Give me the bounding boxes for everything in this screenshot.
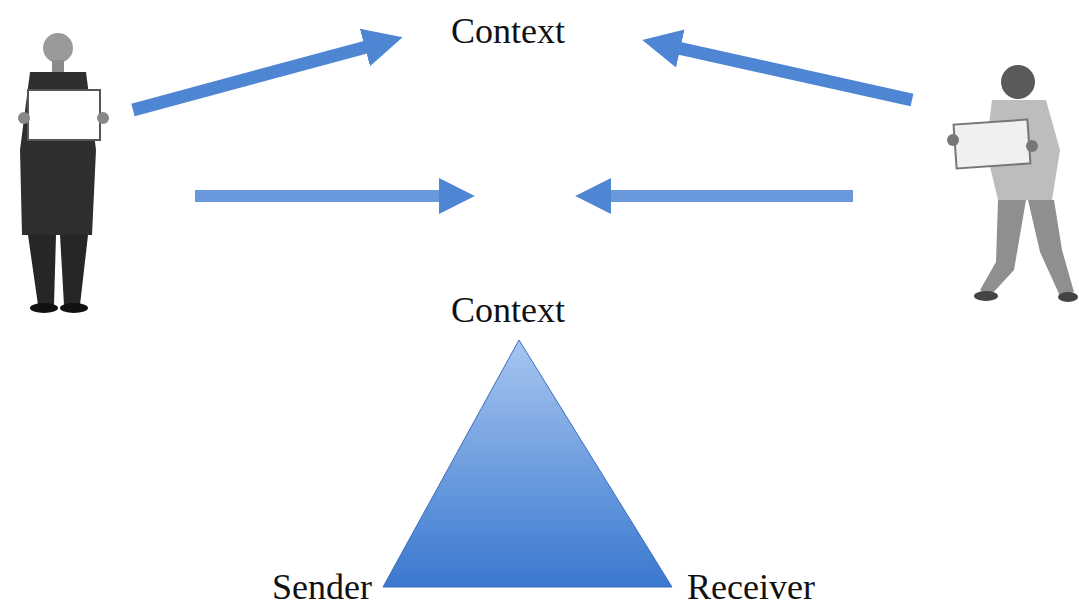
person-figure bbox=[18, 33, 109, 313]
triangle-node: ContextSender Receiver bbox=[200, 285, 870, 605]
arrow bbox=[133, 42, 385, 110]
arrow bbox=[592, 190, 853, 202]
context-label: Context bbox=[451, 291, 565, 331]
sender-label: Sender bbox=[272, 568, 372, 608]
arrow bbox=[195, 190, 458, 202]
context-label: Context bbox=[451, 12, 565, 52]
receiver-label: Receiver bbox=[687, 568, 815, 608]
triangle-shape bbox=[200, 285, 870, 605]
person-figure bbox=[947, 65, 1078, 302]
arrow bbox=[660, 44, 912, 100]
